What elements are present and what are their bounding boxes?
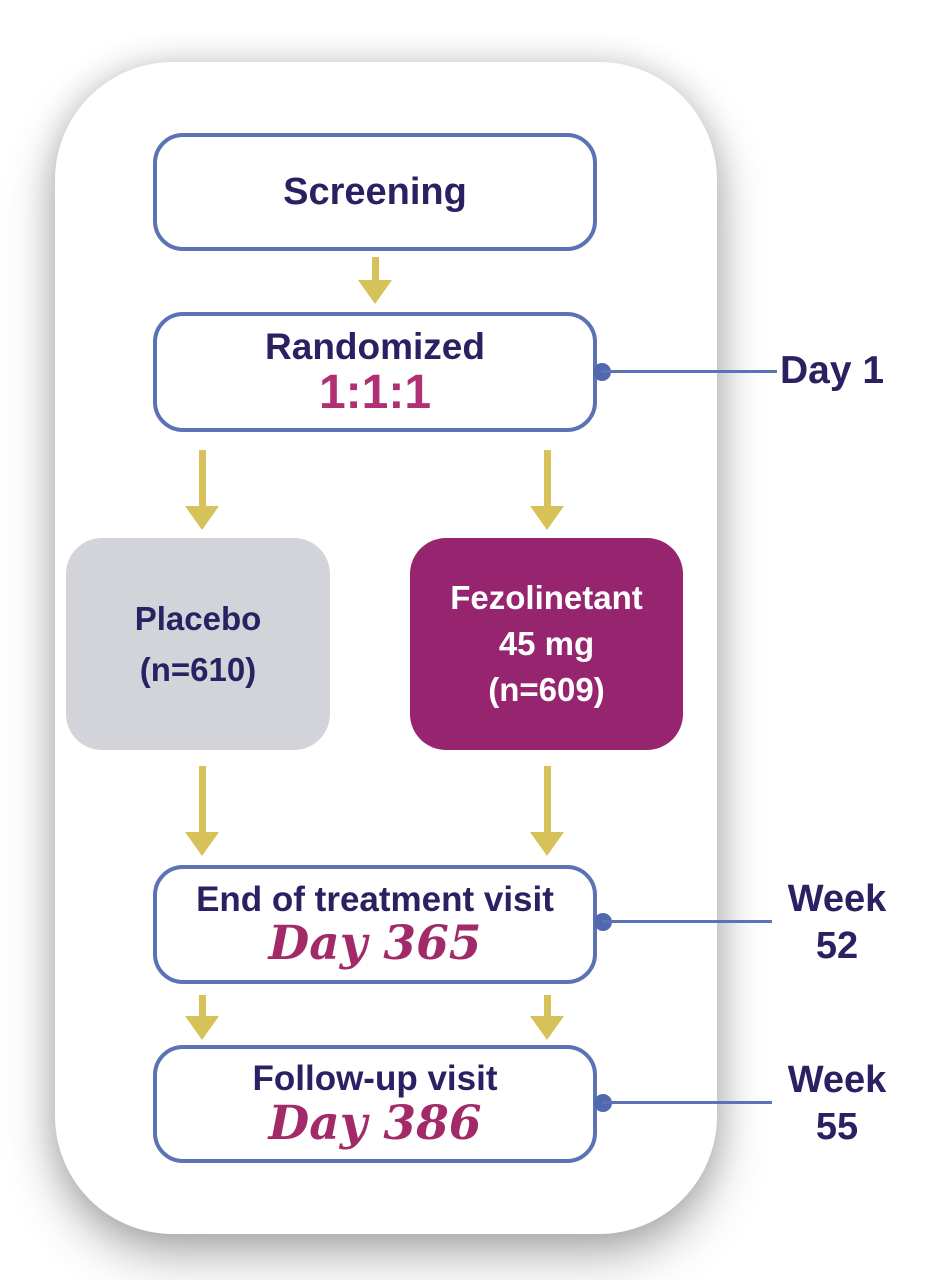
end-of-treatment-day: Day 365 bbox=[268, 916, 482, 972]
fezolinetant-name: Fezolinetant bbox=[450, 578, 643, 616]
connector-line bbox=[602, 1101, 772, 1104]
arrow-head bbox=[530, 832, 564, 856]
end-of-treatment-box: End of treatment visit Day 365 bbox=[153, 865, 597, 984]
follow-up-box: Follow-up visit Day 386 bbox=[153, 1045, 597, 1163]
randomization-ratio: 1:1:1 bbox=[318, 366, 432, 420]
week55-number: 55 bbox=[815, 1106, 859, 1148]
down-arrow-icon bbox=[529, 995, 565, 1040]
screening-label: Screening bbox=[283, 170, 467, 213]
arrow-head bbox=[185, 832, 219, 856]
down-arrow-icon bbox=[184, 995, 220, 1040]
randomized-label: Randomized bbox=[265, 325, 485, 367]
down-arrow-icon bbox=[184, 450, 220, 530]
placebo-arm-box: Placebo (n=610) bbox=[66, 538, 330, 750]
connector-line bbox=[602, 920, 772, 923]
arrow-head bbox=[358, 280, 392, 304]
fezolinetant-dose: 45 mg bbox=[498, 624, 595, 662]
down-arrow-icon bbox=[357, 257, 393, 304]
week52-label: Week 52 bbox=[778, 876, 896, 970]
placebo-name: Placebo bbox=[134, 599, 262, 637]
arrow-stem bbox=[371, 257, 379, 280]
week55-word: Week bbox=[787, 1059, 887, 1101]
week52-word: Week bbox=[787, 878, 887, 920]
arrow-stem bbox=[543, 450, 551, 506]
follow-up-label: Follow-up visit bbox=[252, 1059, 498, 1099]
randomized-box: Randomized 1:1:1 bbox=[153, 312, 597, 432]
arrow-head bbox=[185, 506, 219, 530]
down-arrow-icon bbox=[529, 766, 565, 856]
arrow-stem bbox=[198, 995, 206, 1016]
down-arrow-icon bbox=[184, 766, 220, 856]
down-arrow-icon bbox=[529, 450, 565, 530]
day1-label: Day 1 bbox=[780, 349, 885, 392]
arrow-stem bbox=[198, 766, 206, 832]
arrow-stem bbox=[198, 450, 206, 506]
end-of-treatment-label: End of treatment visit bbox=[196, 879, 554, 919]
week52-number: 52 bbox=[815, 925, 859, 967]
fezolinetant-count: (n=609) bbox=[488, 671, 605, 709]
follow-up-day: Day 386 bbox=[268, 1095, 482, 1151]
arrow-stem bbox=[543, 766, 551, 832]
arrow-head bbox=[185, 1016, 219, 1040]
screening-box: Screening bbox=[153, 133, 597, 251]
arrow-head bbox=[530, 506, 564, 530]
connector-line bbox=[601, 370, 777, 373]
week55-label: Week 55 bbox=[778, 1057, 896, 1151]
arrow-stem bbox=[543, 995, 551, 1016]
fezolinetant-arm-box: Fezolinetant 45 mg (n=609) bbox=[410, 538, 683, 750]
arrow-head bbox=[530, 1016, 564, 1040]
placebo-count: (n=610) bbox=[139, 651, 257, 688]
